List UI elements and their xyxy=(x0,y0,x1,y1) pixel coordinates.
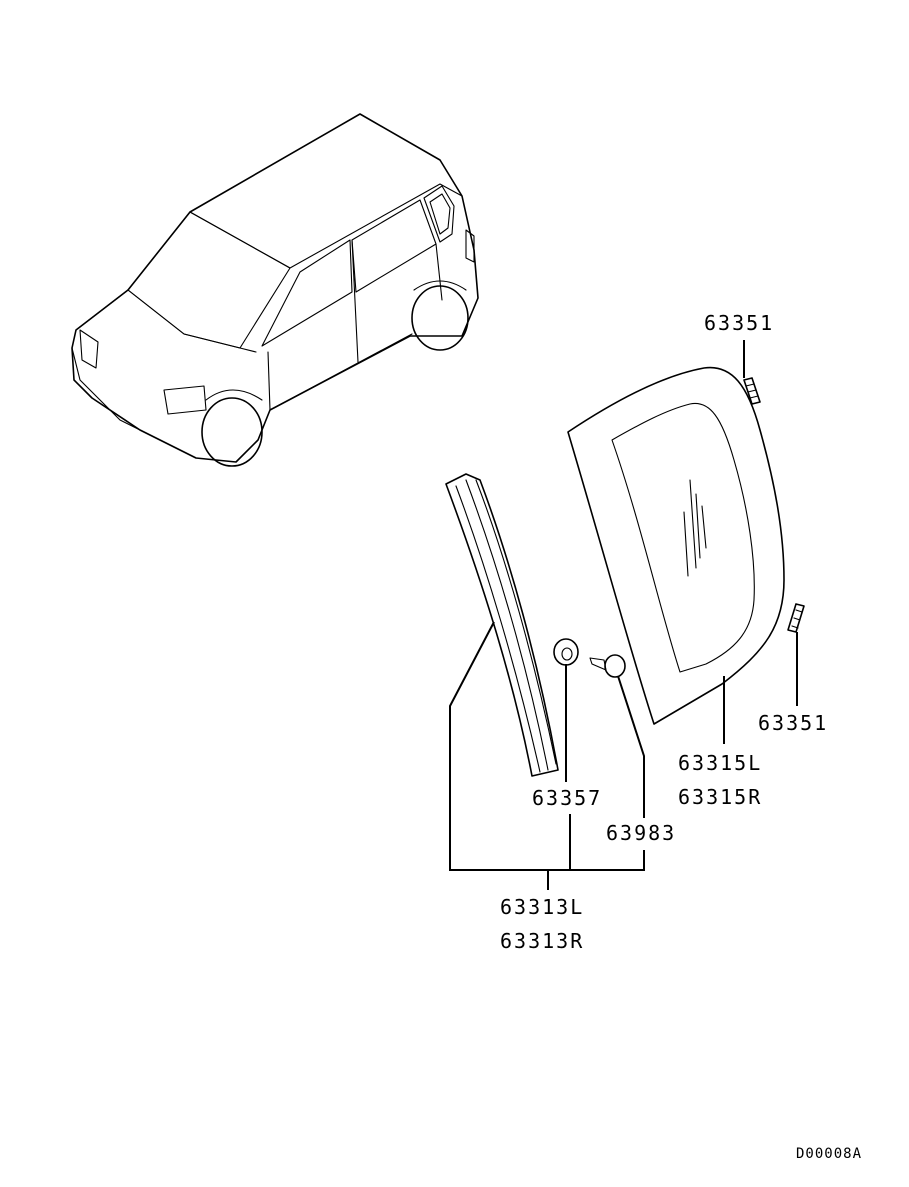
vehicle-illustration xyxy=(71,113,479,467)
label-glass-left: 63315L xyxy=(678,751,762,775)
label-molding-right: 63313R xyxy=(500,929,584,953)
label-clip-top: 63351 xyxy=(704,311,774,335)
label-clip-bottom: 63351 xyxy=(758,711,828,735)
fastener-part xyxy=(589,654,626,678)
leader-lines xyxy=(449,340,798,890)
pillar-molding xyxy=(445,473,559,777)
grommet-part xyxy=(553,638,579,666)
clip-bottom-part xyxy=(787,603,805,633)
label-grommet: 63357 xyxy=(532,786,602,810)
quarter-glass xyxy=(567,366,785,725)
clip-top-part xyxy=(743,377,761,405)
label-molding-left: 63313L xyxy=(500,895,584,919)
label-fastener: 63983 xyxy=(606,821,676,845)
label-glass-right: 63315R xyxy=(678,785,762,809)
diagram-code: D00008A xyxy=(796,1146,862,1162)
